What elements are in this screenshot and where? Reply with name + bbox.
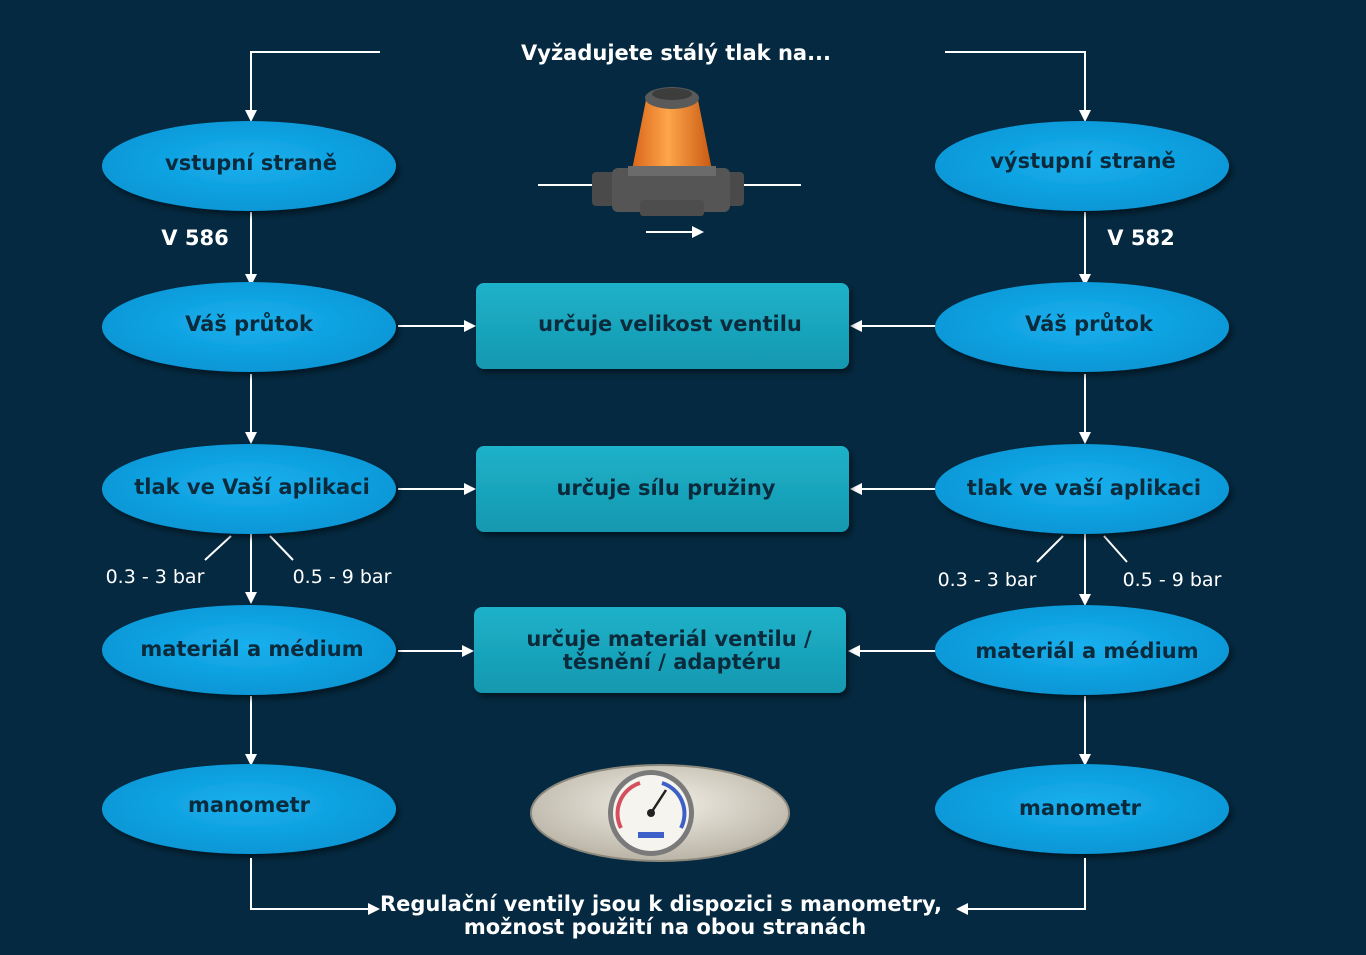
center-box-3-label-line2: těsnění / adaptéru <box>563 650 781 674</box>
center-box-spring-force <box>476 446 849 532</box>
connector-top-left <box>245 51 380 122</box>
right-version-label: V 582 <box>1107 226 1174 250</box>
range-line-left-low <box>204 535 232 561</box>
left-node-label-4: materiál a médium <box>140 637 363 661</box>
left-node-material <box>102 605 396 695</box>
right-node-gauge <box>935 764 1229 854</box>
range-line-right-high <box>1103 535 1128 563</box>
right-node-label-1: výstupní straně <box>990 149 1176 173</box>
left-node-inlet-side <box>102 121 396 211</box>
center-box-material <box>474 607 846 693</box>
left-version-label: V 586 <box>161 226 228 250</box>
center-box-1-label: určuje velikost ventilu <box>538 312 802 336</box>
connector-top-right <box>945 51 1091 122</box>
center-box-3-label-line1: určuje materiál ventilu / <box>526 627 812 651</box>
footer-line-1: Regulační ventily jsou k dispozici s man… <box>380 892 942 916</box>
page-title: Vyžadujete stálý tlak na... <box>521 41 831 65</box>
left-node-label-2: Váš průtok <box>185 312 314 336</box>
center-box-2-label: určuje sílu pružiny <box>556 476 775 500</box>
left-node-label-3: tlak ve Vaší aplikaci <box>134 475 370 499</box>
left-node-pressure <box>102 444 396 534</box>
right-range-low: 0.3 - 3 bar <box>938 569 1037 591</box>
right-node-flow <box>935 282 1229 372</box>
left-range-high: 0.5 - 9 bar <box>293 566 392 588</box>
left-node-label-5: manometr <box>188 793 311 817</box>
connector-bottom-right <box>956 858 1086 915</box>
pressure-gauge-icon <box>530 764 790 862</box>
right-node-label-3: tlak ve vaší aplikaci <box>967 476 1201 500</box>
right-node-material <box>935 605 1229 695</box>
right-node-pressure <box>935 444 1229 534</box>
right-node-label-2: Váš průtok <box>1025 312 1154 336</box>
range-line-left-high <box>269 535 294 561</box>
footer-line-2: možnost použití na obou stranách <box>464 915 866 939</box>
left-node-flow <box>102 282 396 372</box>
left-range-low: 0.3 - 3 bar <box>106 566 205 588</box>
right-node-label-5: manometr <box>1019 796 1142 820</box>
right-node-label-4: materiál a médium <box>975 639 1198 663</box>
right-node-outlet-side <box>935 121 1229 211</box>
range-line-right-low <box>1036 535 1064 563</box>
connector-bottom-left <box>250 858 380 915</box>
pressure-regulator-valve-icon <box>538 87 801 216</box>
left-node-gauge <box>102 764 396 854</box>
left-node-label-1: vstupní straně <box>165 151 337 175</box>
center-box-valve-size <box>476 283 849 369</box>
right-range-high: 0.5 - 9 bar <box>1123 569 1222 591</box>
